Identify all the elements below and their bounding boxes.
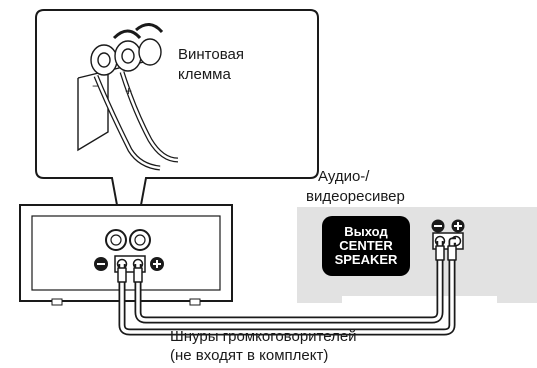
screw-terminal-label-line2: клемма	[178, 66, 231, 83]
speaker-cables	[117, 237, 457, 336]
screw-terminal-closeup: − +	[77, 23, 179, 171]
output-label-line1: Выход	[344, 224, 388, 239]
cables-label-line2: (не входят в комплект)	[170, 347, 329, 364]
center-speaker-unit	[19, 204, 233, 306]
screw-terminal-label-line1: Винтовая	[178, 46, 244, 63]
svg-text:−: −	[92, 79, 99, 93]
output-label-line3: SPEAKER	[334, 252, 398, 267]
output-label-line2: CENTER	[339, 238, 393, 253]
receiver-label-line2: видеоресивер	[306, 188, 405, 205]
receiver-label-line1: Аудио-/	[318, 168, 370, 185]
cables-label-line1: Шнуры громкоговорителей	[170, 328, 357, 345]
center-speaker-output-badge: Выход CENTER SPEAKER	[322, 216, 410, 276]
svg-text:+: +	[125, 84, 132, 98]
